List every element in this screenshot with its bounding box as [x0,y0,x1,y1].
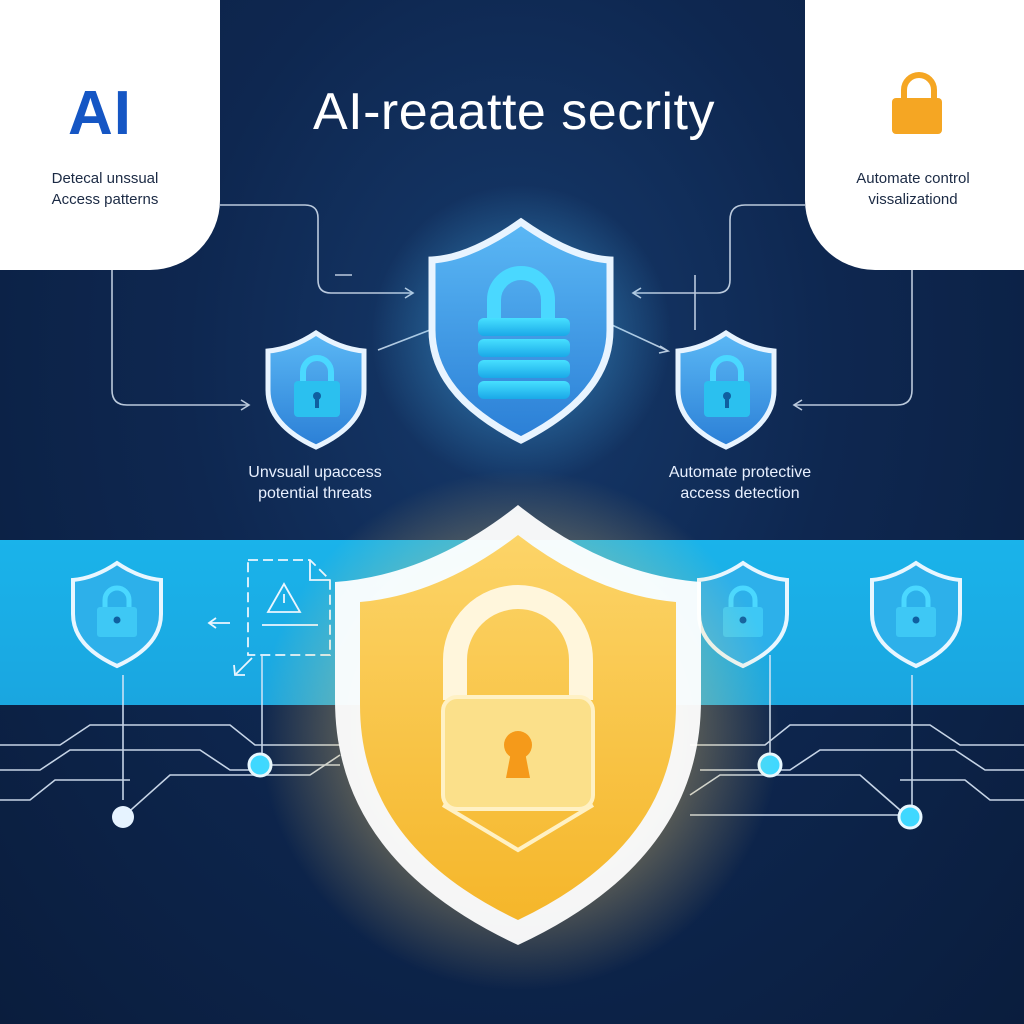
shield-lock-icon [675,329,777,450]
left-card-text: Detecal unssual Access patterns [30,168,180,210]
shield-lock-icon [71,560,163,669]
shield-lock-icon [335,505,701,945]
left-caption: Unvsuall upaccess potential threats [220,462,410,504]
left-caption-line2: potential threats [258,485,372,502]
left-card-line2: Access patterns [51,191,159,208]
right-caption-line1: Automate protective [668,464,812,481]
right-caption-line2: access detection [680,485,800,502]
right-card-line1: Automate control [856,170,970,187]
shield-lock-icon [265,329,367,450]
left-caption-line1: Unvsuall upaccess [248,464,382,481]
left-card-line1: Detecal unssual [51,170,159,187]
shield-lock-icon [428,217,614,444]
right-card-line2: vissalizationd [868,191,958,208]
left-info-card [0,0,220,270]
ai-logo: AI [68,79,132,148]
lock-icon [892,72,942,134]
right-info-card [805,0,1024,270]
right-caption: Automate protective access detection [640,462,840,504]
shield-lock-icon [870,560,962,669]
right-card-text: Automate control vissalizationd [838,168,988,210]
page-title: AI-reaatte secrity [312,83,716,141]
